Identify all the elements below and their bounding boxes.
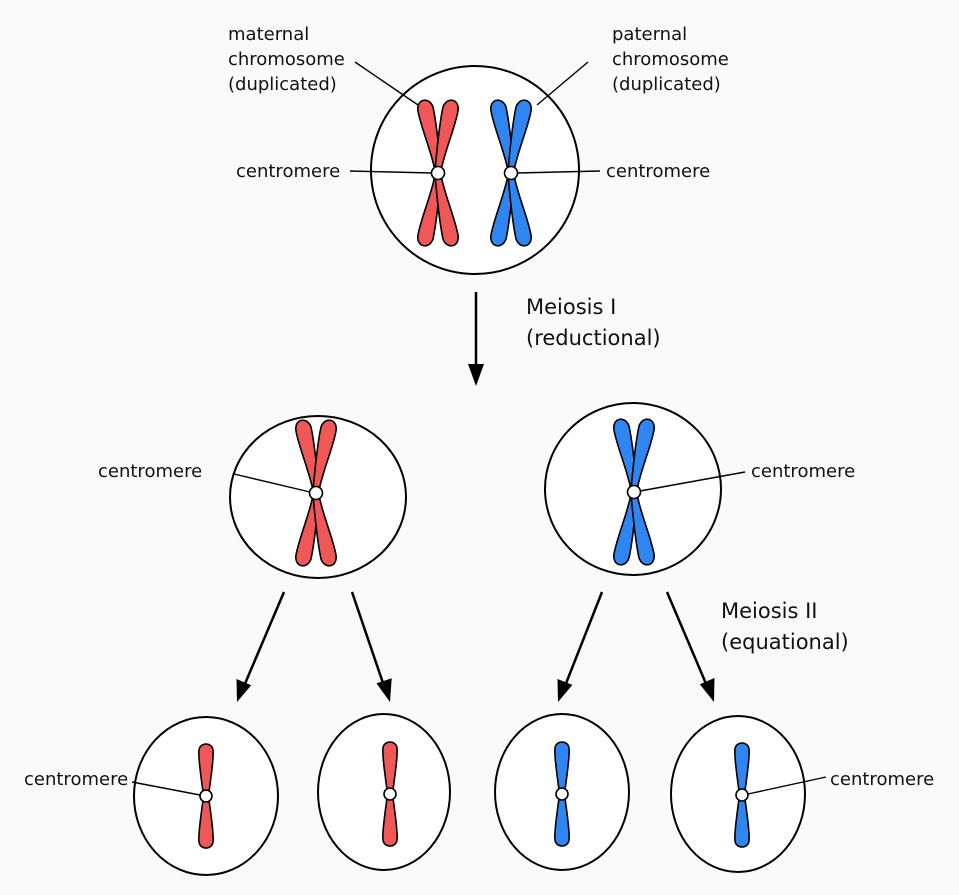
centromere-dot	[555, 787, 569, 801]
centromere-leader	[516, 170, 601, 174]
maternal-duplicated-chromosome	[294, 419, 338, 567]
daughter-cell-right	[544, 402, 746, 576]
centromere-dot	[430, 165, 446, 181]
centromere-leader	[747, 776, 827, 795]
centromere-leader	[233, 473, 311, 493]
label-line: paternal	[612, 24, 688, 45]
centromere-dot	[199, 789, 213, 803]
label-line: Meiosis II	[721, 599, 818, 623]
meiosis-1-arrow	[468, 292, 484, 386]
label-line: maternal	[228, 24, 310, 45]
centromere-label: centromere	[830, 769, 935, 790]
gamete-cell-1	[131, 716, 279, 876]
centromere-label: centromere	[98, 461, 203, 482]
label-line: (equational)	[721, 630, 849, 654]
centromere-leader	[349, 170, 433, 174]
centromere-label: centromere	[751, 461, 856, 482]
paternal-label-leader	[536, 61, 589, 106]
centromere-label: centromere	[606, 161, 711, 182]
label-line: chromosome	[612, 49, 729, 70]
maternal-single-chromosome	[198, 743, 214, 849]
meiosis-2-label: Meiosis II (equational)	[721, 596, 849, 658]
centromere-label: centromere	[24, 769, 129, 790]
maternal-single-chromosome	[382, 741, 398, 847]
label-line: (reductional)	[526, 326, 661, 350]
label-line: (duplicated)	[228, 74, 337, 95]
centromere-label: centromere	[236, 161, 341, 182]
gamete-cell-4	[670, 715, 827, 873]
centromere-leader	[131, 781, 201, 796]
maternal-label-leader	[354, 61, 419, 106]
paternal-chromosome-label: paternal chromosome (duplicated)	[612, 22, 729, 97]
label-line: chromosome	[228, 49, 345, 70]
label-line: (duplicated)	[612, 74, 721, 95]
maternal-chromosome-label: maternal chromosome (duplicated)	[228, 22, 345, 97]
centromere-leader	[639, 471, 746, 492]
parent-cell	[349, 61, 601, 275]
paternal-duplicated-chromosome	[612, 418, 656, 566]
gamete-cell-2	[317, 713, 451, 871]
gamete-cell-3	[494, 713, 630, 871]
centromere-dot	[308, 485, 324, 501]
centromere-dot	[626, 484, 642, 500]
centromere-dot	[735, 788, 749, 802]
parent-cell-membrane	[370, 65, 580, 275]
label-line: Meiosis I	[526, 295, 617, 319]
centromere-dot	[383, 787, 397, 801]
centromere-dot	[503, 165, 519, 181]
paternal-single-chromosome	[734, 742, 750, 848]
paternal-single-chromosome	[554, 741, 570, 847]
daughter-cell-left	[229, 415, 407, 579]
meiosis-1-label: Meiosis I (reductional)	[526, 292, 661, 354]
meiosis-2-arrows	[236, 591, 715, 702]
